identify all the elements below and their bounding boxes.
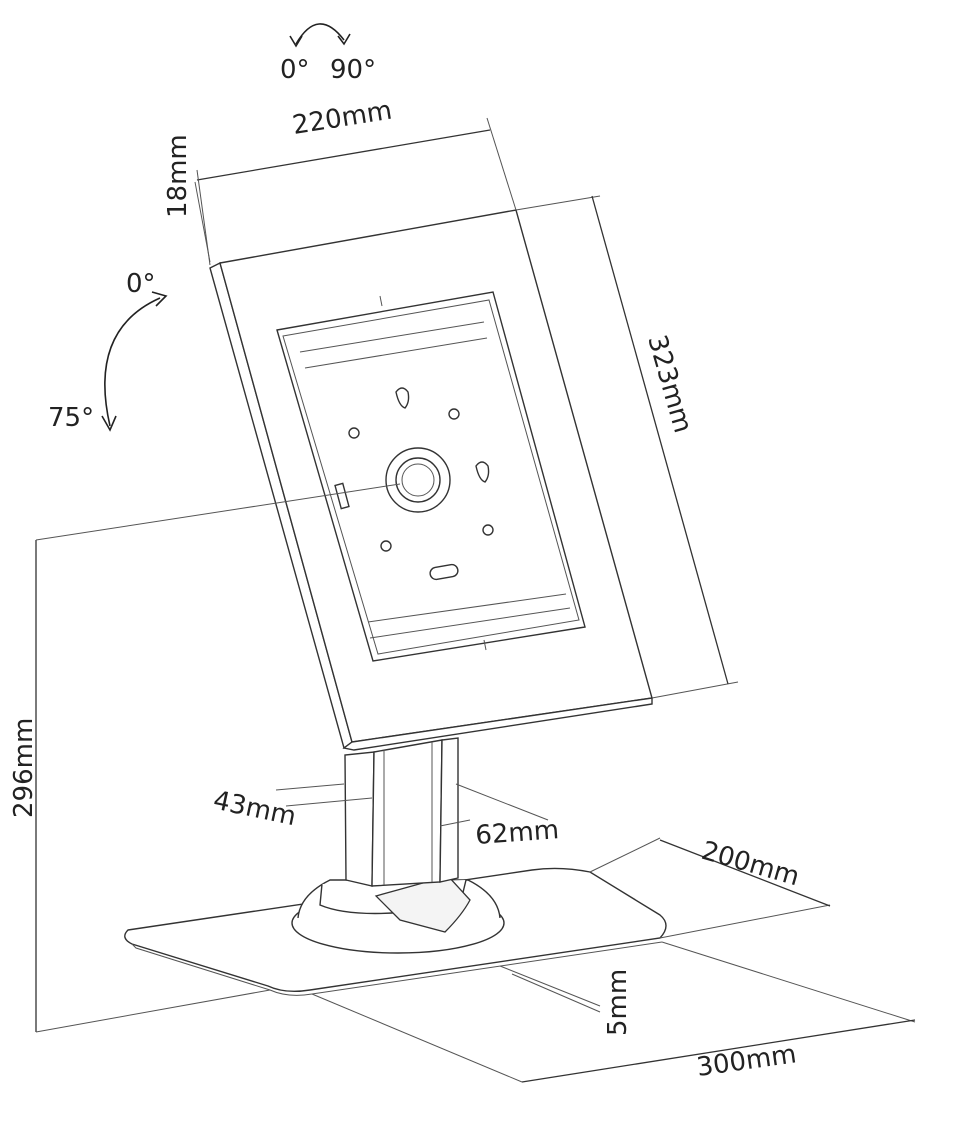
tablet-enclosure	[209, 209, 653, 751]
pole-62-label: 62mm	[474, 815, 560, 851]
rotation-90-label: 90°	[330, 55, 376, 85]
width-label: 220mm	[290, 96, 394, 141]
round-foot	[291, 875, 505, 954]
dimension-lines	[35, 117, 916, 1083]
panel-height-label: 323mm	[641, 332, 697, 437]
depth-label: 18mm	[163, 134, 193, 218]
rotation-0-label: 0°	[280, 55, 310, 85]
plate-5-label: 5mm	[603, 969, 633, 1036]
base-200-label: 200mm	[698, 836, 803, 892]
rotation-arrows	[101, 23, 351, 432]
tilt-0-label: 0°	[126, 269, 156, 299]
pole	[344, 737, 459, 887]
base-300-label: 300mm	[695, 1039, 798, 1083]
tilt-75-label: 75°	[48, 403, 94, 433]
pole-43-label: 43mm	[211, 786, 299, 833]
total-height-label: 296mm	[9, 718, 39, 818]
